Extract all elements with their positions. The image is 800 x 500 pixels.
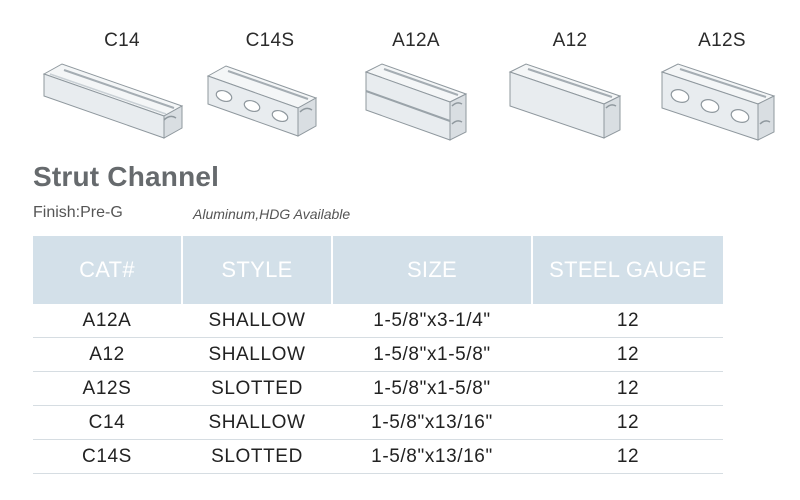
cell-style: SHALLOW bbox=[208, 412, 306, 433]
header-steel-gauge: STEEL GAUGE bbox=[533, 236, 723, 304]
product-label: A12 bbox=[552, 30, 588, 51]
cell-cat: A12A bbox=[82, 310, 132, 331]
product-a12s: A12S bbox=[642, 0, 800, 150]
a12a-back-to-back-channel-icon bbox=[364, 63, 468, 141]
cell-gauge: 12 bbox=[616, 344, 640, 365]
header-size: SIZE bbox=[333, 236, 531, 304]
table-row: A12S SLOTTED 1-5/8"x1-5/8" 12 bbox=[33, 372, 723, 406]
page-title: Strut Channel bbox=[33, 161, 220, 192]
header-cat: CAT# bbox=[33, 236, 181, 304]
cell-size: 1-5/8"x13/16" bbox=[371, 412, 493, 433]
product-label: A12S bbox=[698, 30, 746, 51]
table-body: A12A SHALLOW 1-5/8"x3-1/4" 12 A12 SHALLO… bbox=[33, 304, 723, 474]
product-a12a: A12A bbox=[336, 0, 496, 150]
finish-label: Finish:Pre-G bbox=[33, 204, 123, 221]
cell-size: 1-5/8"x3-1/4" bbox=[373, 310, 491, 331]
cell-gauge: 12 bbox=[616, 310, 640, 331]
cell-size: 1-5/8"x13/16" bbox=[371, 446, 493, 467]
cell-style: SHALLOW bbox=[208, 344, 306, 365]
product-label: C14S bbox=[245, 30, 295, 51]
cell-cat: C14S bbox=[82, 446, 132, 467]
spec-table: CAT# STYLE SIZE STEEL GAUGE A12A SHALLOW… bbox=[33, 236, 723, 474]
cell-size: 1-5/8"x1-5/8" bbox=[373, 378, 491, 399]
cell-gauge: 12 bbox=[616, 412, 640, 433]
a12s-slotted-channel-icon bbox=[660, 63, 776, 141]
c14-channel-icon bbox=[42, 63, 184, 139]
cell-style: SLOTTED bbox=[211, 378, 303, 399]
cell-cat: C14 bbox=[88, 412, 126, 433]
product-label: C14 bbox=[104, 30, 140, 51]
product-c14s: C14S bbox=[190, 0, 350, 150]
table-header: CAT# STYLE SIZE STEEL GAUGE bbox=[33, 236, 723, 304]
product-a12: A12 bbox=[490, 0, 650, 150]
table-row: A12A SHALLOW 1-5/8"x3-1/4" 12 bbox=[33, 304, 723, 338]
cell-cat: A12 bbox=[89, 344, 125, 365]
header-style: STYLE bbox=[183, 236, 331, 304]
cell-cat: A12S bbox=[82, 378, 132, 399]
table-row: C14 SHALLOW 1-5/8"x13/16" 12 bbox=[33, 406, 723, 440]
cell-style: SHALLOW bbox=[208, 310, 306, 331]
cell-style: SLOTTED bbox=[211, 446, 303, 467]
table-row: C14S SLOTTED 1-5/8"x13/16" 12 bbox=[33, 440, 723, 474]
product-c14: C14 bbox=[42, 0, 202, 150]
cell-gauge: 12 bbox=[616, 446, 640, 467]
cell-size: 1-5/8"x1-5/8" bbox=[373, 344, 491, 365]
product-label: A12A bbox=[392, 30, 440, 51]
product-images: C14 C14S A12A bbox=[0, 0, 800, 150]
cell-gauge: 12 bbox=[616, 378, 640, 399]
table-row: A12 SHALLOW 1-5/8"x1-5/8" 12 bbox=[33, 338, 723, 372]
a12-channel-icon bbox=[508, 63, 622, 139]
availability-note: Aluminum,HDG Available bbox=[193, 206, 351, 222]
c14s-slotted-channel-icon bbox=[206, 65, 318, 137]
